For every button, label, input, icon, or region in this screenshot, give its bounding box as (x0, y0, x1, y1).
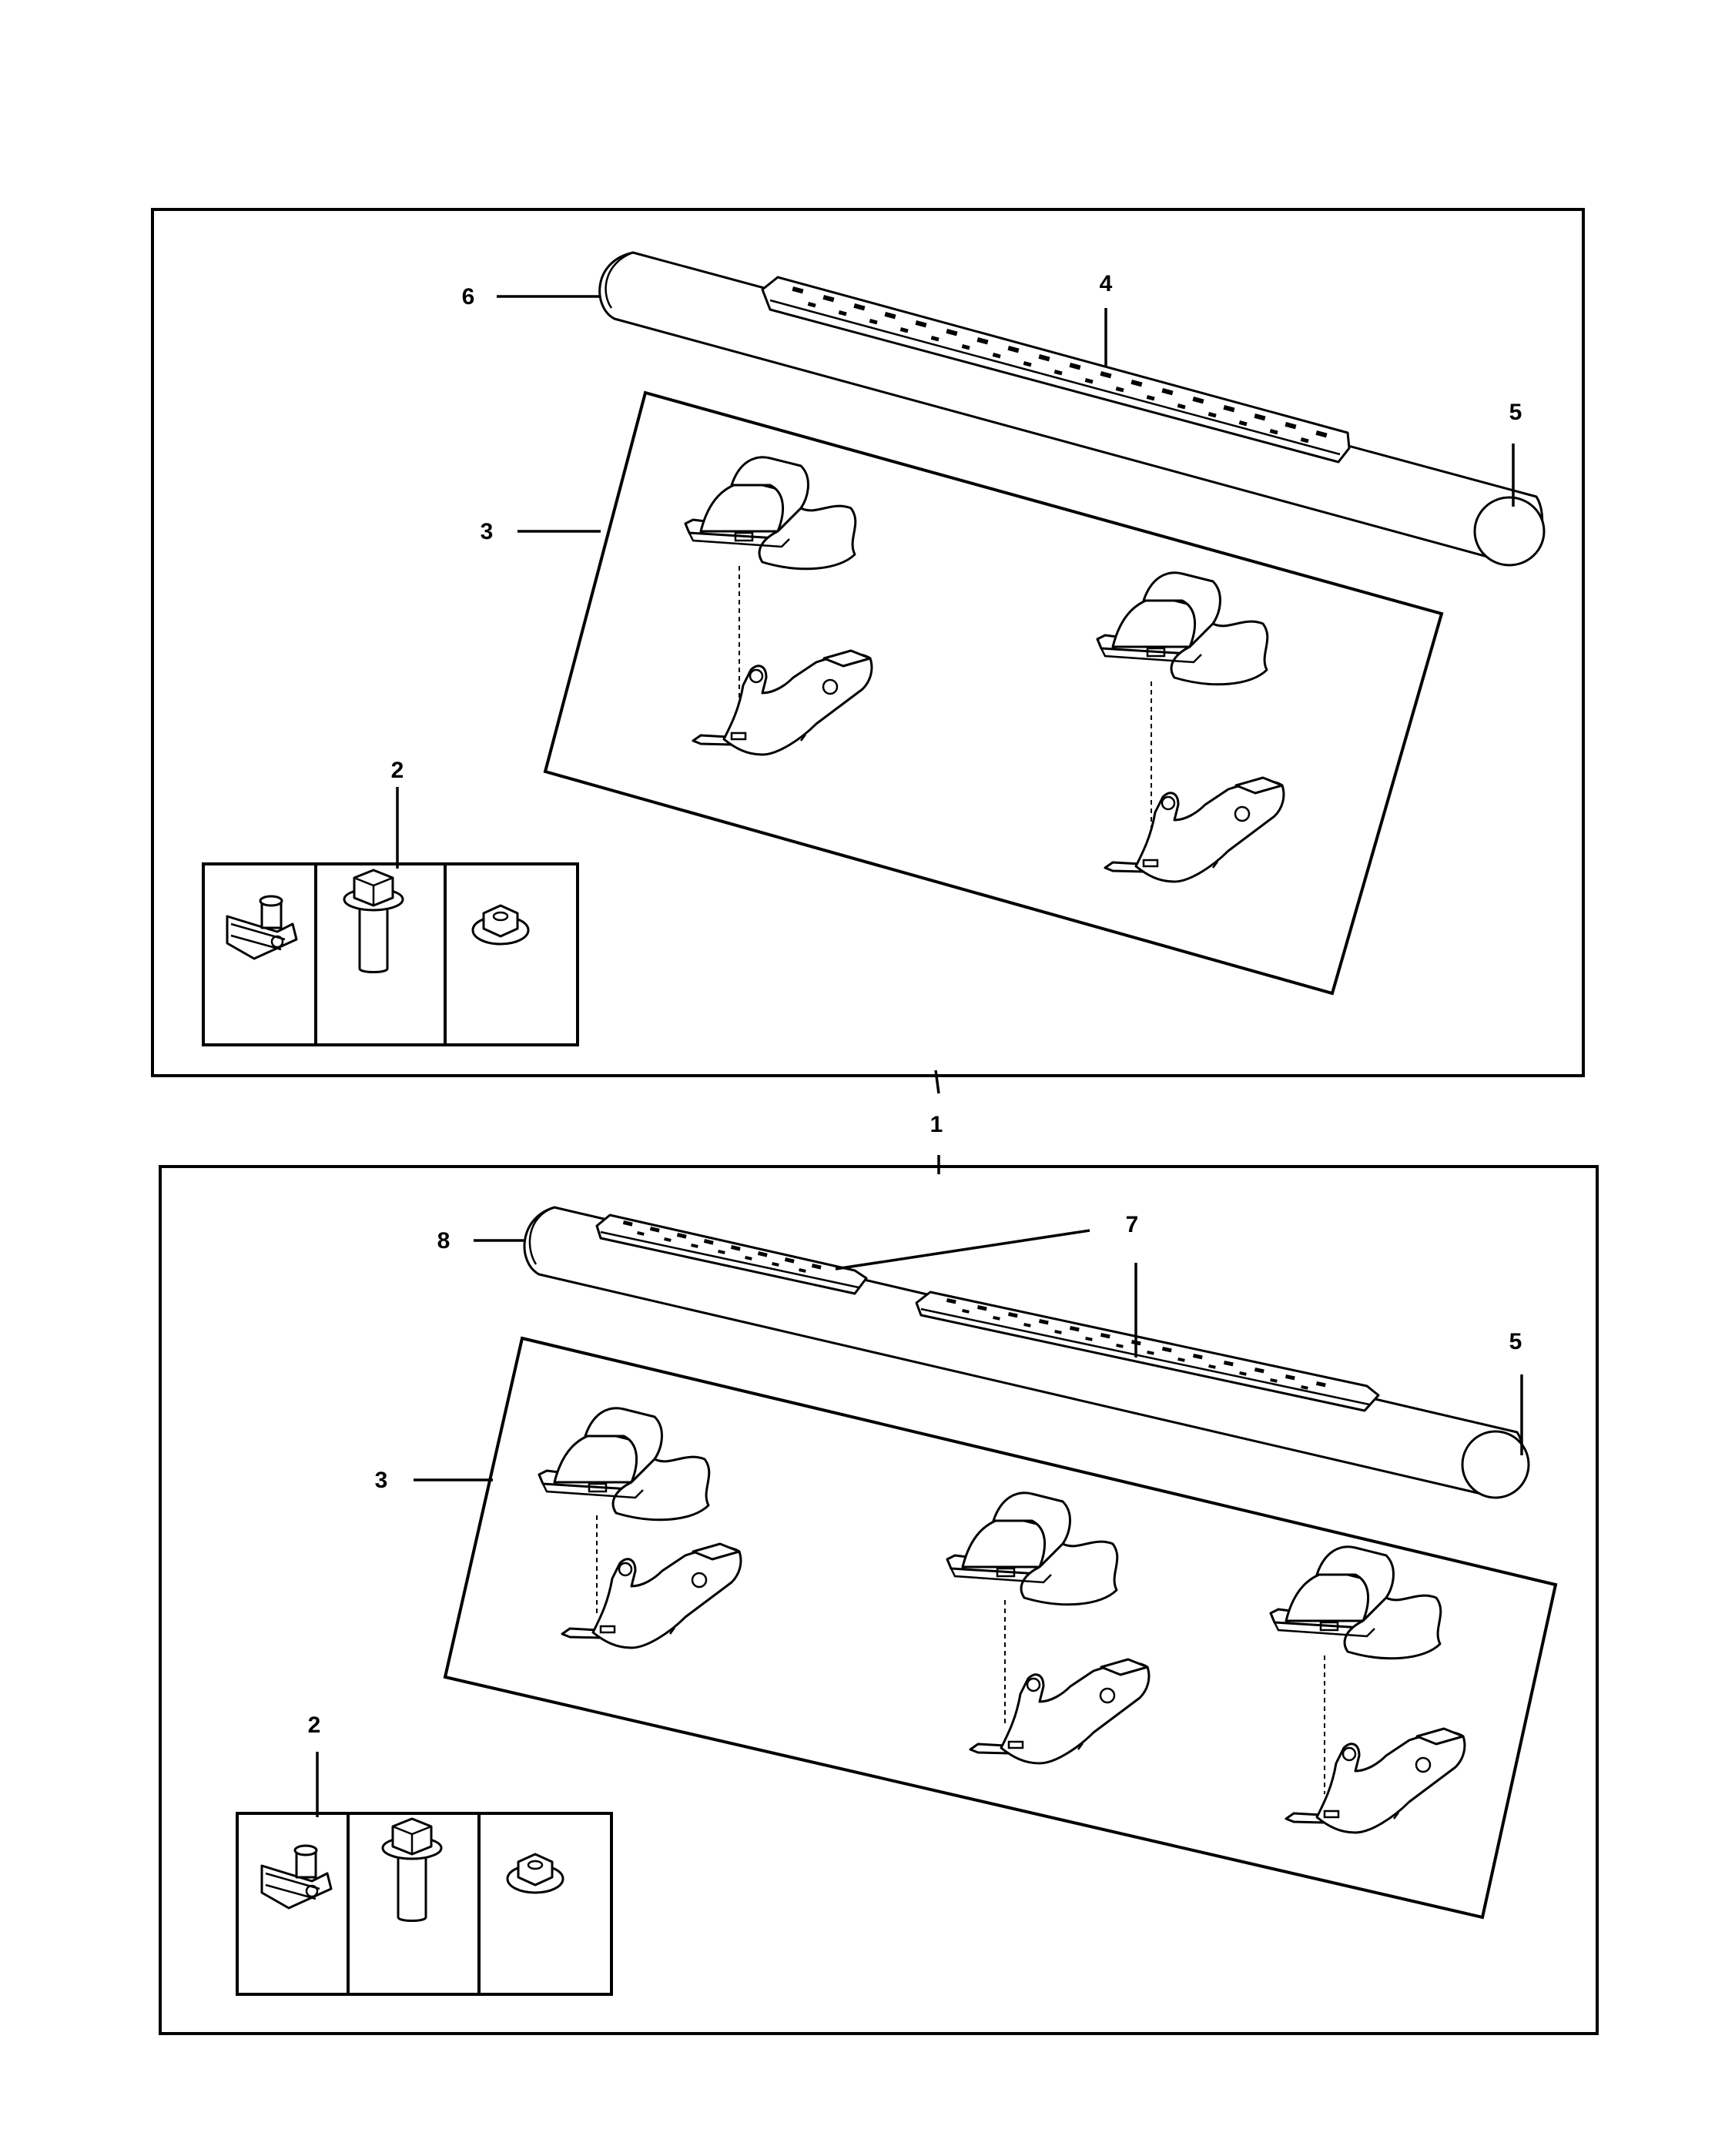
callout-2: 2 (308, 1712, 321, 1738)
hardware-box-bottom (236, 1812, 613, 1996)
bracket-panel-bottom (443, 1336, 1558, 1920)
callout-3: 3 (481, 519, 494, 544)
bolt-icon (343, 869, 404, 973)
bracket-set-top-right (1096, 571, 1285, 883)
bracket-panel-top (543, 390, 1444, 996)
bolt-icon (381, 1817, 443, 1922)
step-pad-top (761, 276, 1351, 464)
callout-5: 5 (1509, 1329, 1522, 1354)
bracket-set-bottom-middle (946, 1491, 1151, 1765)
step-pad-bottom-right (915, 1291, 1380, 1412)
flange-nut-icon (506, 1853, 564, 1894)
flange-nut-icon (471, 904, 530, 946)
callout-8: 8 (437, 1228, 451, 1254)
top-assembly-frame (151, 208, 1585, 1077)
callout-3: 3 (375, 1468, 388, 1493)
bracket-set-bottom-left (538, 1407, 742, 1649)
clip-nut-icon (226, 895, 298, 960)
bracket-set-bottom-right (1269, 1545, 1466, 1834)
callout-1: 1 (930, 1112, 943, 1137)
clip-nut-icon (260, 1844, 333, 1910)
bracket-set-top-left (684, 456, 873, 756)
callout-6: 6 (462, 284, 475, 310)
callout-7: 7 (1126, 1212, 1139, 1237)
side-step-tube-top (598, 251, 1546, 567)
callout-5: 5 (1509, 400, 1522, 425)
end-cap-top (1473, 496, 1546, 567)
callout-4: 4 (1100, 271, 1113, 296)
step-pad-bottom-left (595, 1214, 868, 1295)
hardware-box-top (202, 862, 579, 1046)
callout-2: 2 (391, 758, 404, 783)
bottom-assembly-frame (159, 1165, 1599, 2035)
end-cap-bottom (1461, 1430, 1530, 1499)
